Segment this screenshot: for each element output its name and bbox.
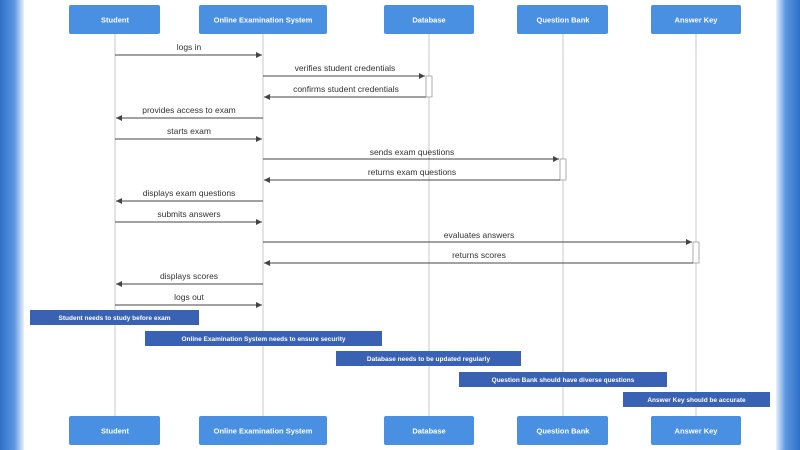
participant-label: Student	[101, 427, 129, 436]
participant-database-bottom: Database	[384, 416, 474, 445]
participant-student-top: Student	[69, 5, 160, 34]
note-label: Student needs to study before exam	[59, 315, 171, 322]
participant-label: Student	[101, 16, 129, 25]
note-answer-key: Answer Key should be accurate	[623, 392, 770, 407]
message-verifies-credentials: verifies student credentials	[263, 63, 425, 79]
participant-database-top: Database	[384, 5, 474, 34]
message-returns-scores: returns scores	[264, 250, 693, 266]
message-label: starts exam	[167, 126, 211, 136]
message-confirms-credentials: confirms student credentials	[264, 84, 426, 100]
note-label: Question Bank should have diverse questi…	[492, 377, 635, 384]
message-label: logs out	[174, 292, 204, 302]
message-displays-questions: displays exam questions	[116, 188, 263, 204]
participants-bottom: Student Online Examination System Databa…	[69, 416, 741, 445]
message-sends-questions: sends exam questions	[263, 147, 559, 162]
message-starts-exam: starts exam	[115, 126, 262, 142]
participant-answer-key-bottom: Answer Key	[651, 416, 741, 445]
activation-bars	[425, 75, 700, 264]
notes: Student needs to study before exam Onlin…	[30, 310, 770, 407]
participant-label: Question Bank	[537, 427, 591, 436]
message-label: displays exam questions	[143, 188, 236, 198]
message-label: sends exam questions	[370, 147, 455, 157]
message-label: returns scores	[452, 250, 506, 260]
participant-label: Answer Key	[675, 427, 719, 436]
message-label: evaluates answers	[444, 230, 514, 240]
left-edge-decoration	[0, 0, 24, 450]
message-provides-access: provides access to exam	[116, 105, 263, 121]
note-label: Online Examination System needs to ensur…	[182, 336, 346, 343]
participants-top: Student Online Examination System Databa…	[69, 5, 741, 34]
participant-oes-top: Online Examination System	[199, 5, 327, 34]
message-submits-answers: submits answers	[115, 209, 262, 225]
message-label: logs in	[177, 42, 202, 52]
participant-oes-bottom: Online Examination System	[199, 416, 327, 445]
message-displays-scores: displays scores	[116, 271, 263, 287]
right-edge-decoration	[776, 0, 800, 450]
participant-label: Answer Key	[675, 16, 719, 25]
message-evaluates-answers: evaluates answers	[263, 230, 692, 245]
message-logs-in: logs in	[115, 42, 262, 58]
message-label: provides access to exam	[142, 105, 236, 115]
message-label: returns exam questions	[368, 167, 456, 177]
participant-label: Question Bank	[537, 16, 591, 25]
message-label: displays scores	[160, 271, 218, 281]
participant-label: Online Examination System	[214, 16, 313, 25]
note-oes: Online Examination System needs to ensur…	[145, 331, 382, 346]
note-database: Database needs to be updated regularly	[336, 351, 521, 366]
activation-answer-key	[692, 241, 700, 264]
message-label: verifies student credentials	[295, 63, 396, 73]
participant-label: Database	[412, 16, 445, 25]
message-logs-out: logs out	[115, 292, 262, 308]
participant-answer-key-top: Answer Key	[651, 5, 741, 34]
participant-label: Online Examination System	[214, 427, 313, 436]
note-label: Database needs to be updated regularly	[367, 356, 491, 363]
note-label: Answer Key should be accurate	[647, 397, 746, 404]
participant-question-bank-top: Question Bank	[517, 5, 608, 34]
message-label: submits answers	[157, 209, 220, 219]
note-student: Student needs to study before exam	[30, 310, 199, 325]
messages: logs in verifies student credentials con…	[115, 42, 693, 308]
message-label: confirms student credentials	[293, 84, 399, 94]
participant-label: Database	[412, 427, 445, 436]
participant-question-bank-bottom: Question Bank	[517, 416, 608, 445]
note-question-bank: Question Bank should have diverse questi…	[459, 372, 667, 387]
activation-database	[425, 75, 433, 98]
participant-student-bottom: Student	[69, 416, 160, 445]
activation-question-bank	[559, 158, 567, 181]
message-returns-questions: returns exam questions	[264, 167, 560, 183]
